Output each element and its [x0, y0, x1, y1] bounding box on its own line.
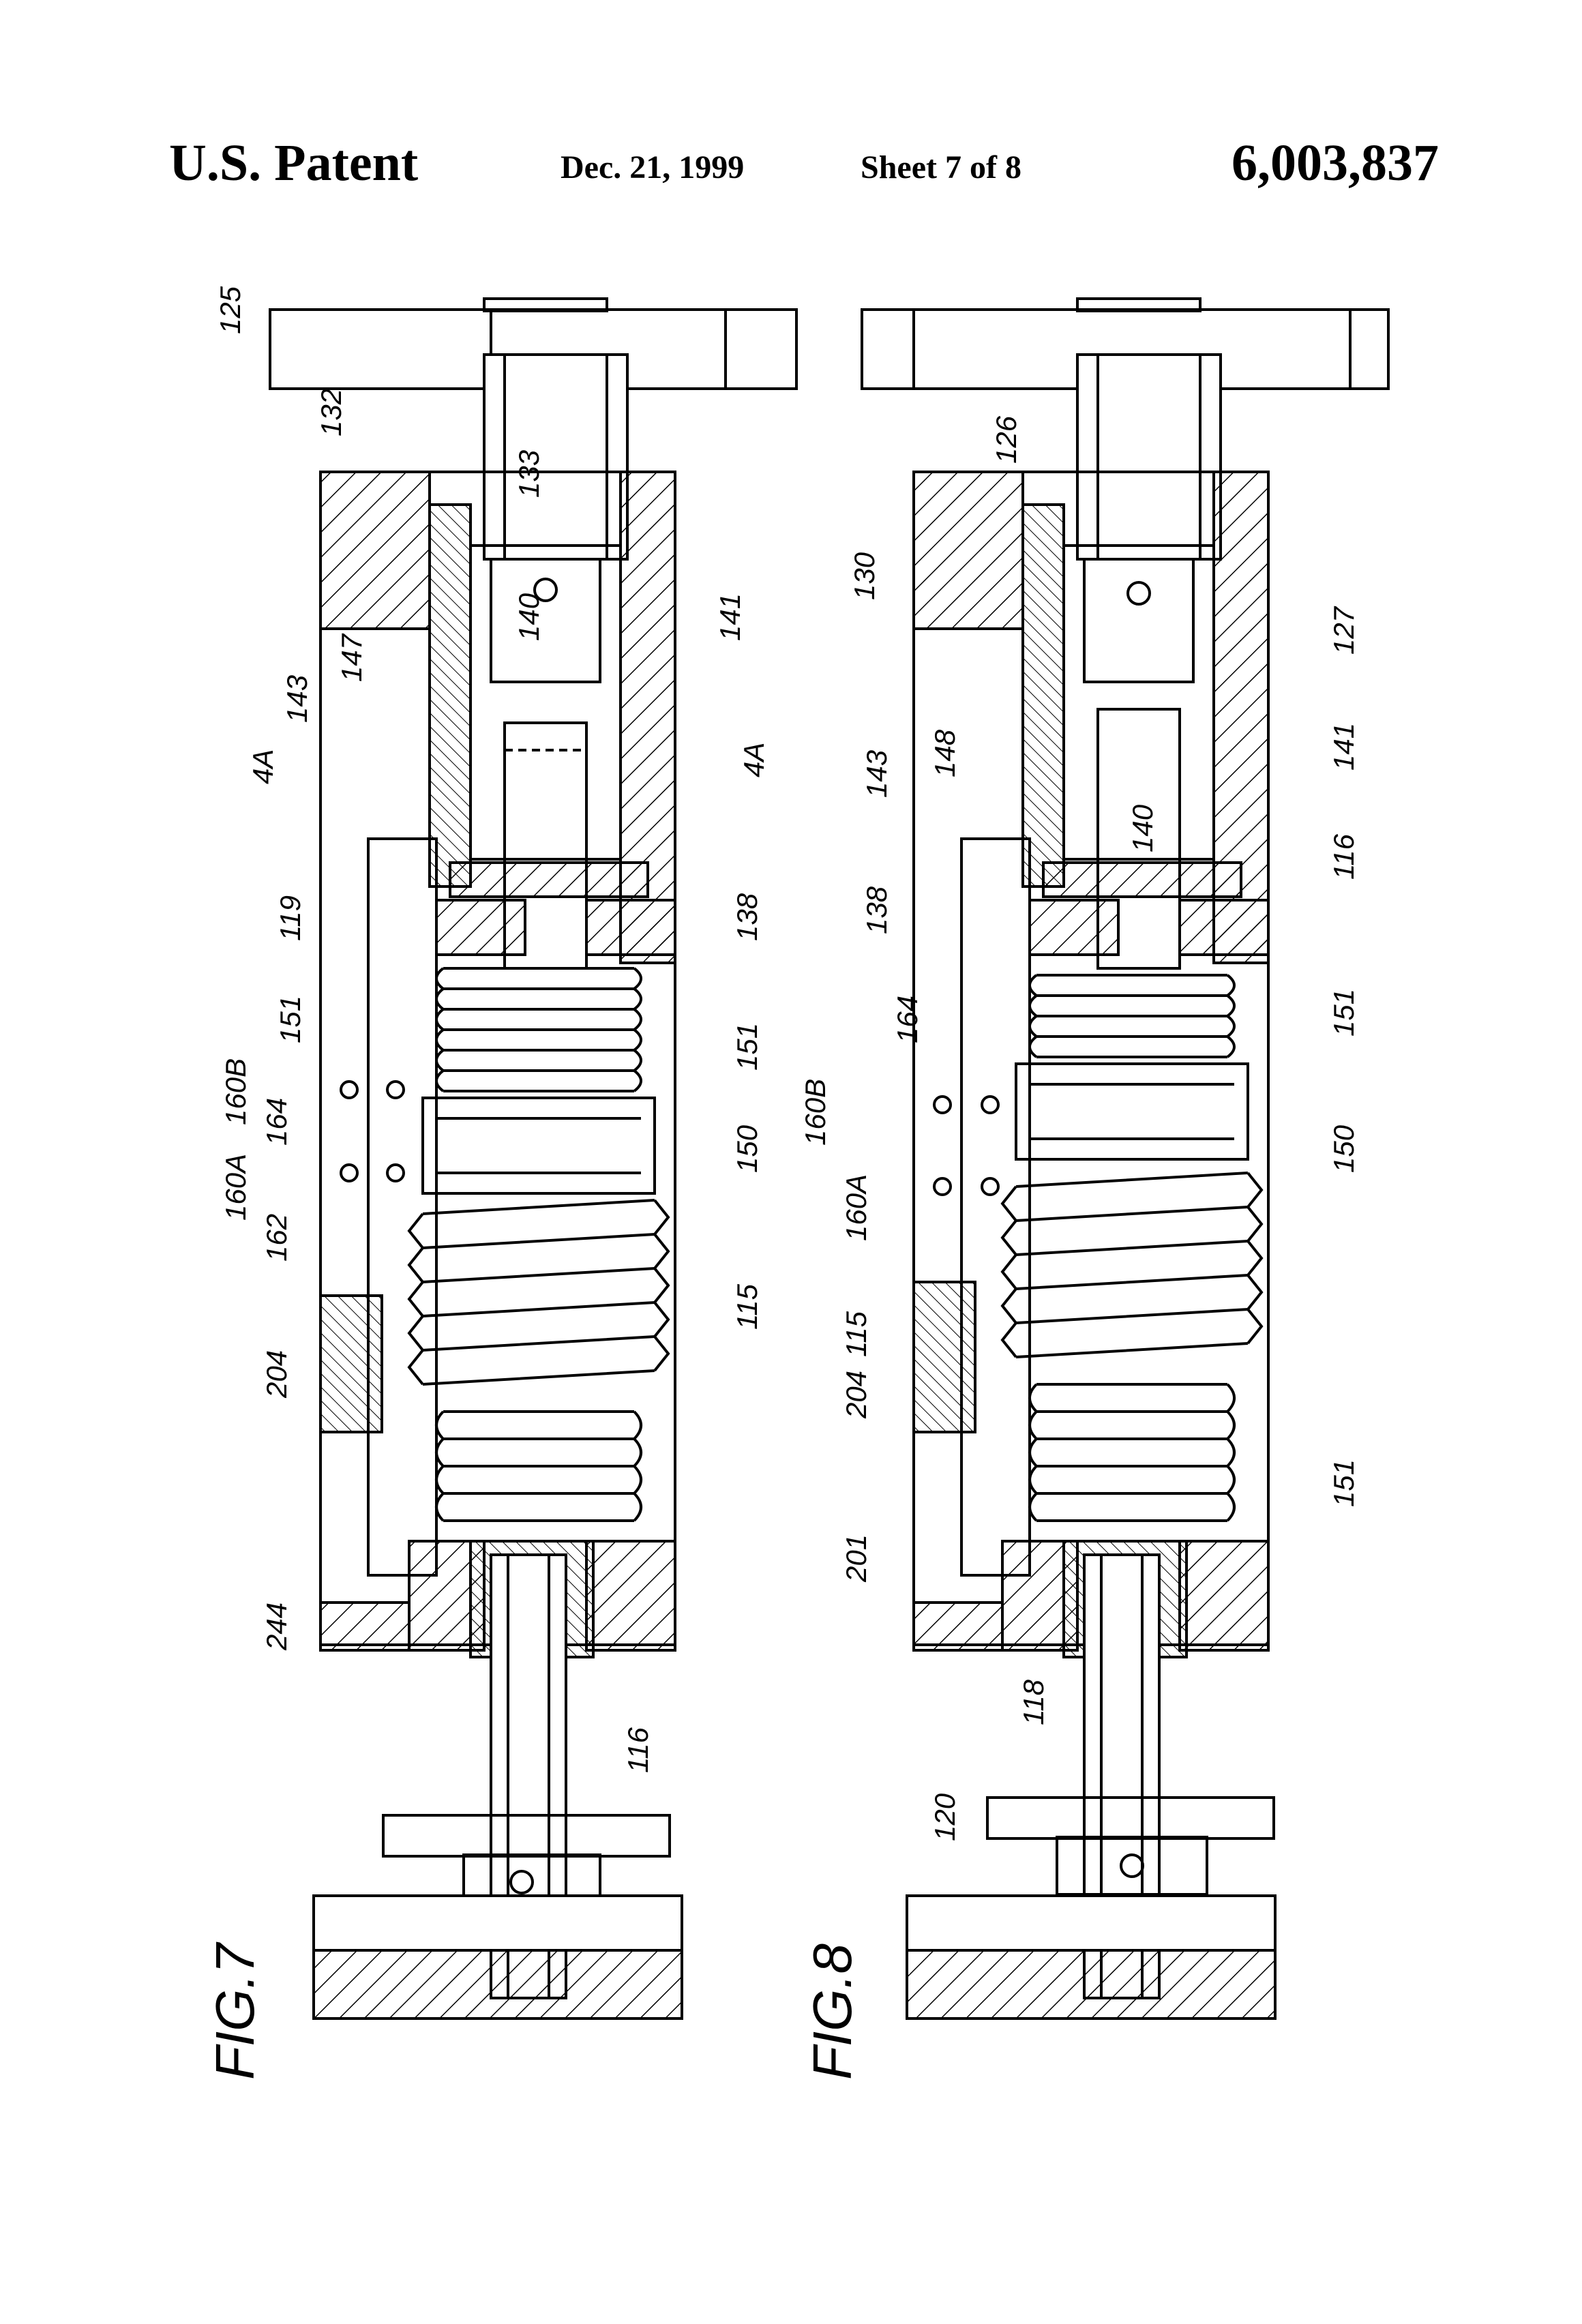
fig8-label-140: 140 — [1126, 804, 1159, 852]
fig7-label-141: 141 — [714, 593, 746, 641]
header-patent-number: 6,003,837 — [1232, 134, 1439, 192]
fig8-label-120: 120 — [929, 1793, 961, 1841]
fig7-labels: 125 132 133 140 141 143 147 4A 4A 119 13… — [205, 286, 770, 2080]
fig7-label-150: 150 — [731, 1124, 763, 1173]
fig8-label-151-b: 151 — [1328, 1459, 1360, 1507]
fig8-labels: 126 130 127 141 148 143 140 116 138 164 … — [799, 415, 1360, 2080]
fig7-label-204: 204 — [260, 1350, 293, 1399]
header-sheet: Sheet 7 of 8 — [861, 149, 1021, 185]
fig8-title: FIG.8 — [802, 1943, 863, 2080]
fig8-label-126: 126 — [990, 415, 1022, 464]
fig7-label-116: 116 — [622, 1727, 654, 1773]
page-header: U.S. Patent Dec. 21, 1999 Sheet 7 of 8 6… — [0, 134, 1582, 209]
fig8-label-148: 148 — [929, 729, 961, 777]
fig8-label-160b: 160B — [799, 1079, 831, 1146]
fig7-label-151-a: 151 — [274, 996, 306, 1043]
fig7-label-164: 164 — [260, 1098, 293, 1146]
fig8-label-141: 141 — [1328, 723, 1360, 771]
header-date: Dec. 21, 1999 — [561, 149, 745, 185]
fig7-label-244: 244 — [260, 1603, 293, 1651]
fig7-label-160a: 160A — [220, 1154, 252, 1221]
fig7-worm-115 — [407, 1199, 670, 1386]
fig8-drawing — [861, 297, 1390, 2020]
fig7-drawing — [269, 297, 798, 2020]
fig8-label-116: 116 — [1328, 833, 1360, 880]
fig7-label-138: 138 — [731, 893, 763, 941]
fig7-label-151-b: 151 — [731, 1023, 763, 1071]
fig7-label-4a-right: 4A — [738, 743, 770, 777]
header-title: U.S. Patent — [169, 134, 419, 192]
fig8-label-150: 150 — [1328, 1124, 1360, 1173]
fig7-title: FIG.7 — [205, 1941, 265, 2080]
fig7-label-132: 132 — [315, 389, 347, 436]
fig7-label-140: 140 — [513, 593, 545, 641]
fig7-label-133: 133 — [513, 450, 545, 498]
fig7-label-160b: 160B — [220, 1058, 252, 1125]
fig7-label-147: 147 — [335, 633, 368, 682]
fig8-label-115: 115 — [840, 1311, 872, 1357]
fig8-label-201: 201 — [840, 1534, 872, 1583]
fig8-label-151-a: 151 — [1328, 989, 1360, 1037]
fig8-label-204: 204 — [840, 1371, 872, 1419]
fig8-label-138: 138 — [861, 886, 893, 934]
fig7-label-143: 143 — [281, 675, 313, 723]
fig8-label-130: 130 — [848, 552, 880, 600]
fig8-label-127: 127 — [1328, 606, 1360, 655]
fig7-label-162: 162 — [260, 1214, 293, 1262]
fig7-label-119: 119 — [274, 895, 306, 941]
fig7-spring-top — [435, 967, 642, 1092]
fig8-label-143: 143 — [861, 750, 893, 798]
fig8-label-160a: 160A — [840, 1174, 872, 1241]
fig7-label-4a-left: 4A — [247, 749, 279, 784]
fig8-label-164: 164 — [891, 996, 923, 1043]
fig8-label-118: 118 — [1017, 1679, 1049, 1725]
fig8-pulley-150 — [1015, 1062, 1249, 1161]
fig7-label-125: 125 — [214, 286, 246, 334]
fig7-label-115: 115 — [731, 1283, 763, 1330]
fig7-pulley-150 — [421, 1097, 656, 1195]
